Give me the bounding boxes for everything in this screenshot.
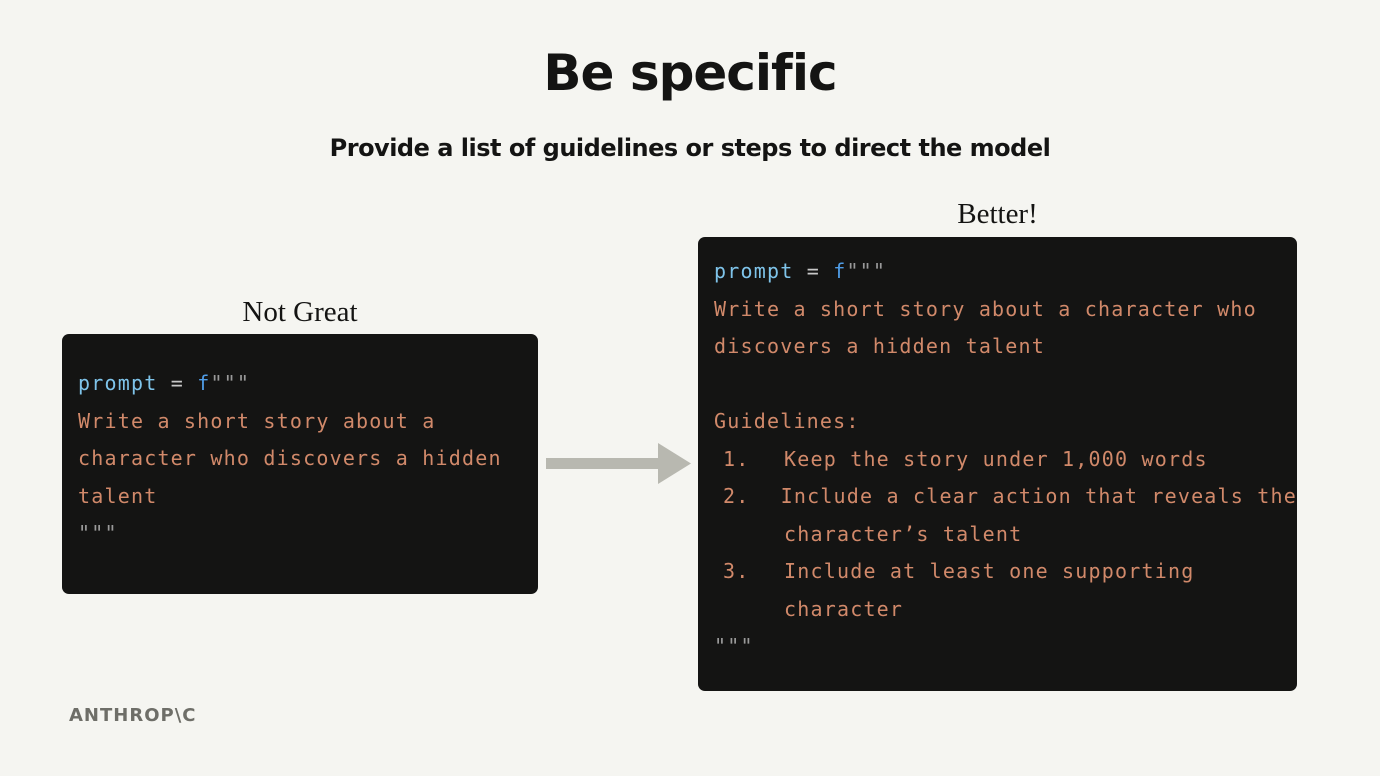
code-line: character who discovers a hidden (78, 446, 502, 470)
slide-subtitle: Provide a list of guidelines or steps to… (329, 134, 1051, 162)
guideline-item: 3. Include at least one supporting (714, 553, 1297, 591)
code-operator: = (793, 259, 834, 283)
guideline-text: Include a clear action that reveals the (780, 484, 1297, 508)
guideline-text: character’s talent (784, 521, 1023, 546)
code-variable: prompt (714, 259, 794, 283)
code-close-quotes: """ (78, 521, 118, 545)
code-operator: = (157, 371, 198, 395)
code-open-quotes: """ (210, 371, 251, 395)
guideline-item: 2. Include a clear action that reveals th… (714, 478, 1297, 516)
guideline-continuation: character’s talent (714, 516, 1297, 554)
not-great-label: Not Great (242, 296, 358, 328)
code-line-prompt-assignment: prompt = f""" (714, 253, 1297, 291)
code-line: talent (78, 483, 158, 508)
right-arrow-icon (546, 443, 691, 484)
code-fstring-prefix: f (197, 371, 211, 395)
better-label: Better! (957, 198, 1038, 230)
code-close-quotes: """ (714, 634, 754, 658)
guideline-text: character (784, 596, 904, 621)
anthropic-logo: ANTHROP\C (69, 705, 197, 726)
guideline-number: 1. (723, 446, 750, 471)
code-line: Write a short story about a (78, 408, 436, 433)
guideline-number: 3. (723, 559, 750, 583)
guidelines-heading: Guidelines: (714, 409, 860, 433)
guideline-item: 1. Keep the story under 1,000 words (714, 441, 1297, 479)
code-line: Write a short story about a character wh… (714, 296, 1257, 321)
not-great-code-block: prompt = f"""Write a short story about a… (62, 334, 538, 594)
slide-title: Be specific (543, 44, 837, 102)
code-blank-line (714, 366, 1297, 404)
code-line: discovers a hidden talent (714, 334, 1046, 358)
code-open-quotes: """ (846, 259, 887, 283)
code-line-prompt-assignment: prompt = f""" (78, 365, 538, 403)
guideline-number: 2. (723, 484, 750, 508)
guideline-text: Include at least one supporting (784, 559, 1195, 583)
guideline-continuation: character (714, 591, 1297, 629)
code-variable: prompt (78, 371, 158, 395)
guideline-text: Keep the story under 1,000 words (784, 446, 1208, 471)
better-code-block: prompt = f"""Write a short story about a… (698, 237, 1297, 691)
code-fstring-prefix: f (833, 259, 847, 283)
